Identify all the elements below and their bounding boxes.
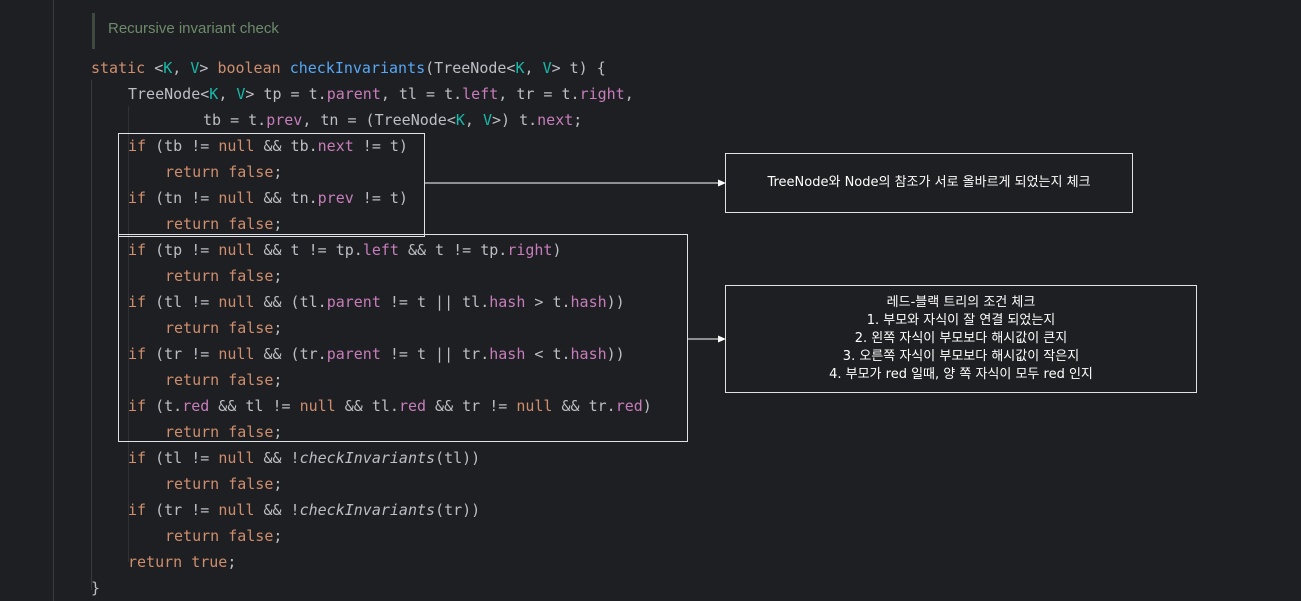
code-line-4: if (tb != null && tb.next != t) <box>128 137 408 155</box>
highlight-box-redblack <box>118 234 688 442</box>
code-line-11: return false; <box>165 319 283 337</box>
annotation-line-4: 3. 오른쪽 자식이 부모보다 해시값이 작은지 <box>842 349 1080 364</box>
code-line-10: if (tl != null && (tl.parent != t || tl.… <box>128 293 625 311</box>
annotation-references: TreeNode와 Node의 참조가 서로 올바르게 되었는지 체크 <box>725 153 1133 213</box>
annotation-references-text: TreeNode와 Node의 참조가 서로 올바르게 되었는지 체크 <box>767 175 1091 190</box>
annotation-line-1: 레드-블랙 트리의 조건 체크 <box>886 295 1036 310</box>
indent-guide-body <box>128 106 129 562</box>
blockquote-bar <box>92 13 95 49</box>
arrow-head-top <box>718 179 726 187</box>
code-line-6: if (tn != null && tn.prev != t) <box>128 189 408 207</box>
annotation-redblack: 레드-블랙 트리의 조건 체크 1. 부모와 자식이 잘 연결 되었는지 2. … <box>725 285 1197 393</box>
code-line-13: return false; <box>165 371 283 389</box>
code-line-15: return false; <box>165 423 283 441</box>
code-line-18: if (tr != null && !checkInvariants(tr)) <box>128 501 481 519</box>
indent-guide-left <box>53 0 54 601</box>
code-line-1: static <K, V> boolean checkInvariants(Tr… <box>91 59 606 77</box>
code-line-20: return true; <box>128 553 237 571</box>
annotation-line-3: 2. 왼쪽 자식이 부모보다 해시값이 큰지 <box>854 331 1068 346</box>
code-line-19: return false; <box>165 527 283 545</box>
code-line-9: return false; <box>165 267 283 285</box>
arrow-head-bottom <box>718 335 726 343</box>
indent-guide-method <box>91 80 92 590</box>
annotation-line-2: 1. 부모와 자식이 잘 연결 되었는지 <box>866 313 1056 328</box>
code-line-8: if (tp != null && t != tp.left && t != t… <box>128 241 562 259</box>
code-line-2: TreeNode<K, V> tp = t.parent, tl = t.lef… <box>128 85 634 103</box>
code-line-16: if (tl != null && !checkInvariants(tl)) <box>128 449 481 467</box>
code-line-5: return false; <box>165 163 283 181</box>
highlight-box-references <box>118 133 425 237</box>
annotation-line-5: 4. 부모가 red 일때, 양 쪽 자식이 모두 red 인지 <box>829 367 1093 382</box>
code-line-21: } <box>91 579 101 597</box>
code-line-12: if (tr != null && (tr.parent != t || tr.… <box>128 345 625 363</box>
code-line-3: tb = t.prev, tn = (TreeNode<K, V>) t.nex… <box>203 111 583 129</box>
blockquote-caption: Recursive invariant check <box>108 20 279 37</box>
code-line-7: return false; <box>165 215 283 233</box>
code-line-14: if (t.red && tl != null && tl.red && tr … <box>128 397 652 415</box>
code-line-17: return false; <box>165 475 283 493</box>
